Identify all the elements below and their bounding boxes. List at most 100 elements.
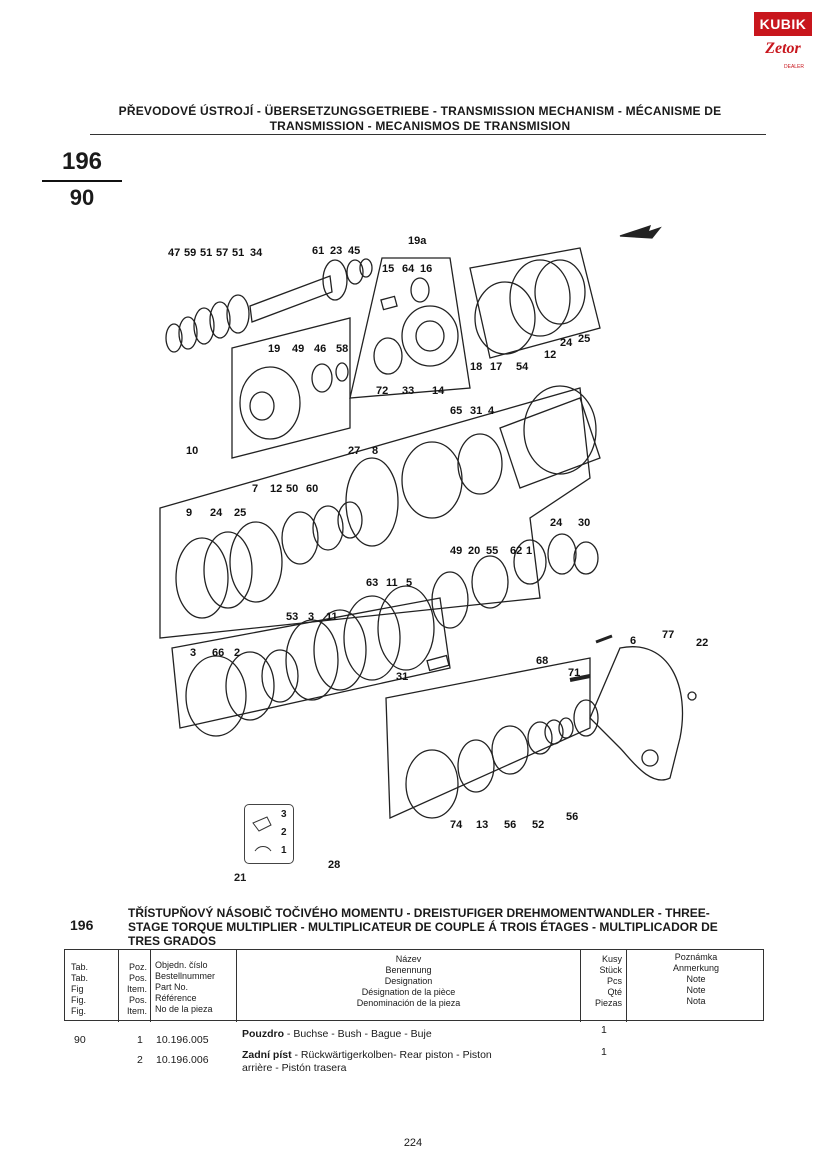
part-callout-56: 56 (566, 811, 578, 823)
part-callout-23: 23 (330, 245, 342, 257)
part-callout-12: 12 (544, 349, 556, 361)
figure-fraction-rule (42, 180, 122, 182)
row-qty: 1 (601, 1024, 607, 1036)
diagram-svg: 47595157513461234519a1564161949465872331… (159, 224, 708, 871)
logo-dealer-text: DEALER (784, 64, 805, 70)
part-callout-59: 59 (184, 247, 196, 259)
part-callout-13: 13 (476, 819, 488, 831)
part-callout-66: 66 (212, 647, 224, 659)
panel-clutch-right (469, 247, 601, 359)
row-name: Pouzdro - Buchse - Bush - Bague - Buje (242, 1028, 572, 1041)
legend-callout: 21 (234, 872, 247, 884)
header-cell: Denominación de la pieza (356, 998, 461, 1008)
header-cell: Poz. (128, 962, 147, 972)
part-callout-72: 72 (376, 385, 388, 397)
part-callout-60: 60 (306, 483, 318, 495)
part-callout-7: 7 (252, 483, 258, 495)
header-divider (90, 134, 766, 135)
header-cell: Désignation de la pièce (361, 987, 456, 997)
part-callout-54: 54 (516, 361, 529, 373)
row-part-number: 10.196.006 (156, 1054, 209, 1066)
group-number: 196 (61, 148, 103, 175)
part-callout-14: 14 (432, 385, 445, 397)
part-callout-62: 62 (510, 545, 522, 557)
part-callout-74: 74 (450, 819, 463, 831)
row-name-rest: - Buchse - Bush - Bague - Buje (284, 1028, 432, 1040)
header-col-note: Poznámka Anmerkung Note Note Nota (627, 950, 765, 1022)
part-callout-77: 77 (662, 629, 674, 641)
part-callout-12: 12 (270, 483, 282, 495)
section-title-line1: TŘÍSTUPŇOVÝ NÁSOBIČ TOČIVÉHO MOMENTU - D… (128, 906, 710, 920)
direction-arrow-icon (619, 224, 662, 239)
legend-item: 3 (281, 809, 287, 820)
logo-kubik-text: KUBIK (754, 12, 812, 36)
part-callout-49: 49 (450, 545, 462, 557)
part-callout-58: 58 (336, 343, 348, 355)
header-cell: Tab. (71, 962, 89, 972)
header-cell: Item. (126, 1006, 147, 1016)
part-callout-71: 71 (568, 667, 580, 679)
part-callout-15: 15 (382, 263, 394, 275)
panel-10 (159, 387, 591, 639)
header-cell: No de la pieza (155, 1004, 213, 1014)
header-cell: Piezas (594, 998, 622, 1008)
header-cell: Poznámka (674, 952, 718, 962)
part-callout-16: 16 (420, 263, 432, 275)
header-cell: Designation (384, 976, 433, 986)
header-cell: Nota (686, 996, 706, 1006)
row-qty: 1 (601, 1046, 607, 1058)
part-callout-51: 51 (200, 247, 212, 259)
header-cell: Anmerkung (672, 963, 720, 973)
part-callout-20: 20 (468, 545, 480, 557)
housing-22 (589, 646, 684, 781)
part-callout-22: 22 (696, 637, 708, 649)
parts-table-header: Tab. Tab. Fig Fig. Fig. Poz. Pos. Item. … (64, 949, 765, 1022)
page-number: 224 (403, 1137, 423, 1149)
section-title-line2: STAGE TORQUE MULTIPLIER - MULTIPLICATEUR… (128, 920, 718, 934)
part-callout-52: 52 (532, 819, 544, 831)
part-callout-1: 1 (526, 545, 532, 557)
part-callout-6: 6 (630, 635, 636, 647)
header-cell: Pcs (606, 976, 622, 986)
header-cell: Stück (599, 965, 622, 975)
row-name-line2: arrière - Pistón trasera (242, 1062, 347, 1074)
part-callout-24: 24 (560, 337, 573, 349)
header-cell: Item. (126, 984, 147, 994)
legend-item: 2 (281, 827, 287, 838)
section-title-line3: TRES GRADOS (128, 934, 217, 948)
logo-zetor-text: Zetor (765, 40, 801, 57)
part-callout-11: 11 (326, 611, 338, 623)
orientation-legend-icon (252, 816, 272, 852)
header-cell: Kusy (601, 954, 622, 964)
part-callout-9: 9 (186, 507, 192, 519)
header-cell: Pos. (128, 995, 147, 1005)
header-col-name: Název Benennung Designation Désignation … (237, 950, 581, 1022)
part-callout-45: 45 (348, 245, 360, 257)
part-callout-4: 4 (488, 405, 495, 417)
header-col-qty: Kusy Stück Pcs Qté Piezas (581, 950, 627, 1022)
row-name-bold: Zadní píst (242, 1049, 292, 1061)
part-callout-3: 3 (190, 647, 196, 659)
panel-lower (171, 597, 451, 729)
part-callout-46: 46 (314, 343, 326, 355)
part-callout-24: 24 (210, 507, 223, 519)
part-callout-63: 63 (366, 577, 378, 589)
section-title: TŘÍSTUPŇOVÝ NÁSOBIČ TOČIVÉHO MOMENTU - D… (128, 906, 768, 948)
header-col-part: Objedn. číslo Bestellnummer Part No. Réf… (151, 950, 237, 1022)
part-callout-19: 19 (268, 343, 280, 355)
section-number: 196 (70, 917, 94, 933)
part-callout-10: 10 (186, 445, 198, 457)
header-cell: Fig. (71, 995, 87, 1005)
part-callout-68: 68 (536, 655, 548, 667)
part-callout-55: 55 (486, 545, 498, 557)
page-header-title: PŘEVODOVÉ ÚSTROJÍ - ÜBERSETZUNGSGETRIEBE… (90, 104, 750, 134)
shaft-assembly-top (165, 258, 373, 353)
part-callout-17: 17 (490, 361, 502, 373)
part-callout-24: 24 (550, 517, 563, 529)
part-callout-61: 61 (312, 245, 324, 257)
part-callout-28: 28 (328, 859, 340, 871)
legend-item: 1 (281, 845, 287, 856)
row-tab: 90 (74, 1034, 86, 1046)
header-cell: Fig (71, 984, 84, 994)
